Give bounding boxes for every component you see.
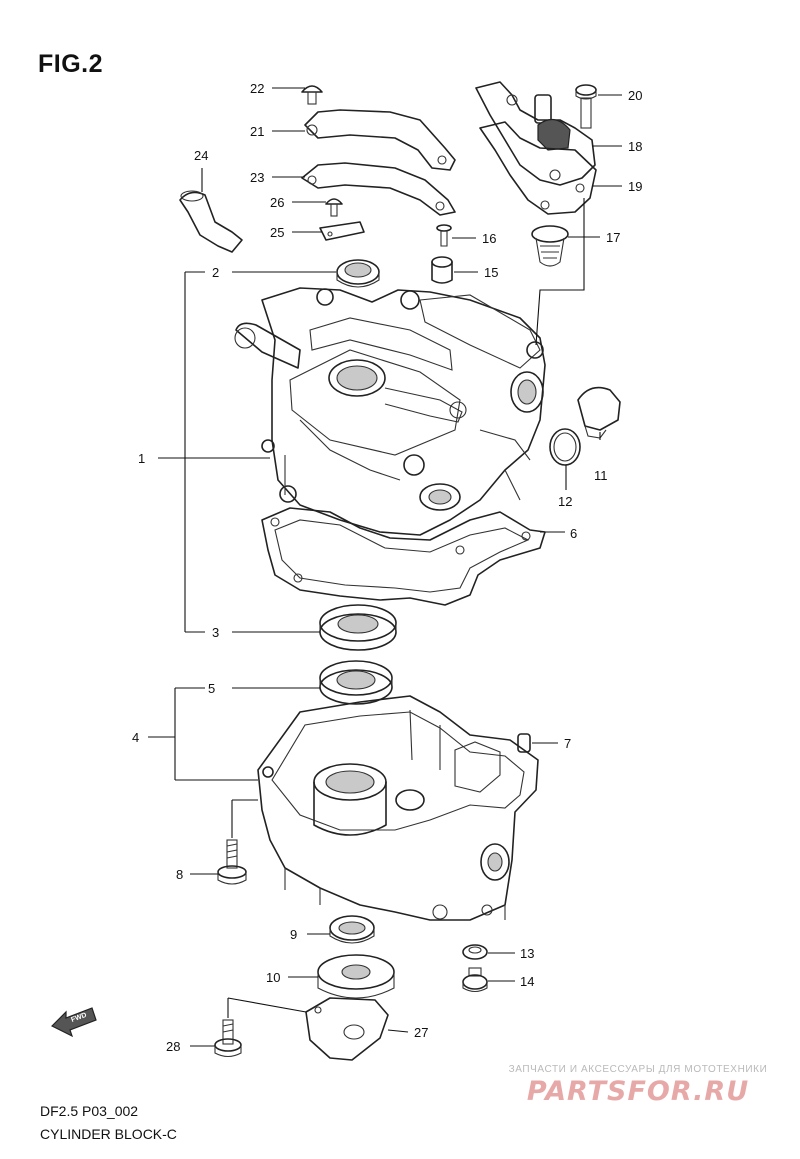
- o-ring-12-part: [549, 428, 581, 466]
- plug-14-part: [462, 967, 488, 993]
- clip-25-part: [319, 221, 365, 241]
- dowel-pin-7-part: [517, 733, 531, 753]
- screw-16-part: [436, 224, 452, 247]
- callout-25: 25: [270, 225, 284, 240]
- watermark: ЗАПЧАСТИ И АКСЕССУАРЫ ДЛЯ МОТОТЕХНИКИ PA…: [488, 1064, 788, 1107]
- crankcase-part: [257, 695, 539, 921]
- gasket-23-part: [301, 162, 456, 216]
- callout-16: 16: [482, 231, 496, 246]
- washer-13-part: [462, 944, 488, 960]
- leader-lines: [148, 87, 622, 1047]
- bolt-28-part: [214, 1019, 242, 1058]
- forward-direction-badge: FWD: [50, 1007, 97, 1038]
- gasket-19-part: [479, 121, 597, 215]
- callout-numbers: 1 2 3 4 5 6 7 8 9 10 11 12 13 14 15 16 1…: [132, 81, 642, 1054]
- bracket-21-part: [304, 109, 456, 171]
- callout-17: 17: [606, 230, 620, 245]
- callout-6: 6: [570, 526, 577, 541]
- bearing-upper-part: [319, 604, 397, 651]
- lower-housing-part: [317, 954, 395, 999]
- bolt-20-part: [575, 84, 597, 129]
- callout-19: 19: [628, 179, 642, 194]
- callout-4: 4: [132, 730, 139, 745]
- figure-code: DF2.5 P03_002: [40, 1103, 139, 1119]
- plate-part: [305, 997, 389, 1061]
- cylinder-head-part: [234, 287, 546, 536]
- bolt-8-part: [217, 839, 247, 885]
- callout-28: 28: [166, 1039, 180, 1054]
- head-gasket-part: [261, 507, 546, 606]
- callout-27: 27: [414, 1025, 428, 1040]
- watermark-logo: PARTSFOR.RU: [526, 1076, 750, 1107]
- callout-7: 7: [564, 736, 571, 751]
- callout-24: 24: [194, 148, 208, 163]
- screw-26-part: [325, 198, 343, 217]
- cap-11-part: [577, 386, 621, 439]
- callout-9: 9: [290, 927, 297, 942]
- thermostat-17-part: [531, 225, 569, 267]
- oil-seal-part: [336, 259, 380, 288]
- watermark-tagline: ЗАПЧАСТИ И АКСЕССУАРЫ ДЛЯ МОТОТЕХНИКИ: [508, 1064, 768, 1075]
- callout-26: 26: [270, 195, 284, 210]
- callout-8: 8: [176, 867, 183, 882]
- callout-3: 3: [212, 625, 219, 640]
- callout-1: 1: [138, 451, 145, 466]
- lower-oil-seal-part: [329, 915, 375, 944]
- callout-20: 20: [628, 88, 642, 103]
- figure-title: FIG.2: [38, 50, 104, 78]
- callout-22: 22: [250, 81, 264, 96]
- callout-13: 13: [520, 946, 534, 961]
- bearing-lower-part: [319, 660, 393, 705]
- screw-22-part: [301, 85, 323, 105]
- callout-2: 2: [212, 265, 219, 280]
- callout-14: 14: [520, 974, 534, 989]
- callout-11: 11: [594, 468, 608, 483]
- callout-10: 10: [266, 970, 280, 985]
- callout-21: 21: [250, 124, 264, 139]
- thermostat-cover-18-part: [475, 81, 596, 186]
- callout-23: 23: [250, 170, 264, 185]
- figure-name: CYLINDER BLOCK-C: [40, 1126, 177, 1142]
- callout-18: 18: [628, 139, 642, 154]
- callout-5: 5: [208, 681, 215, 696]
- hose-24-part: [179, 190, 243, 253]
- callout-12: 12: [558, 494, 572, 509]
- collar-15-part: [431, 256, 453, 284]
- callout-15: 15: [484, 265, 498, 280]
